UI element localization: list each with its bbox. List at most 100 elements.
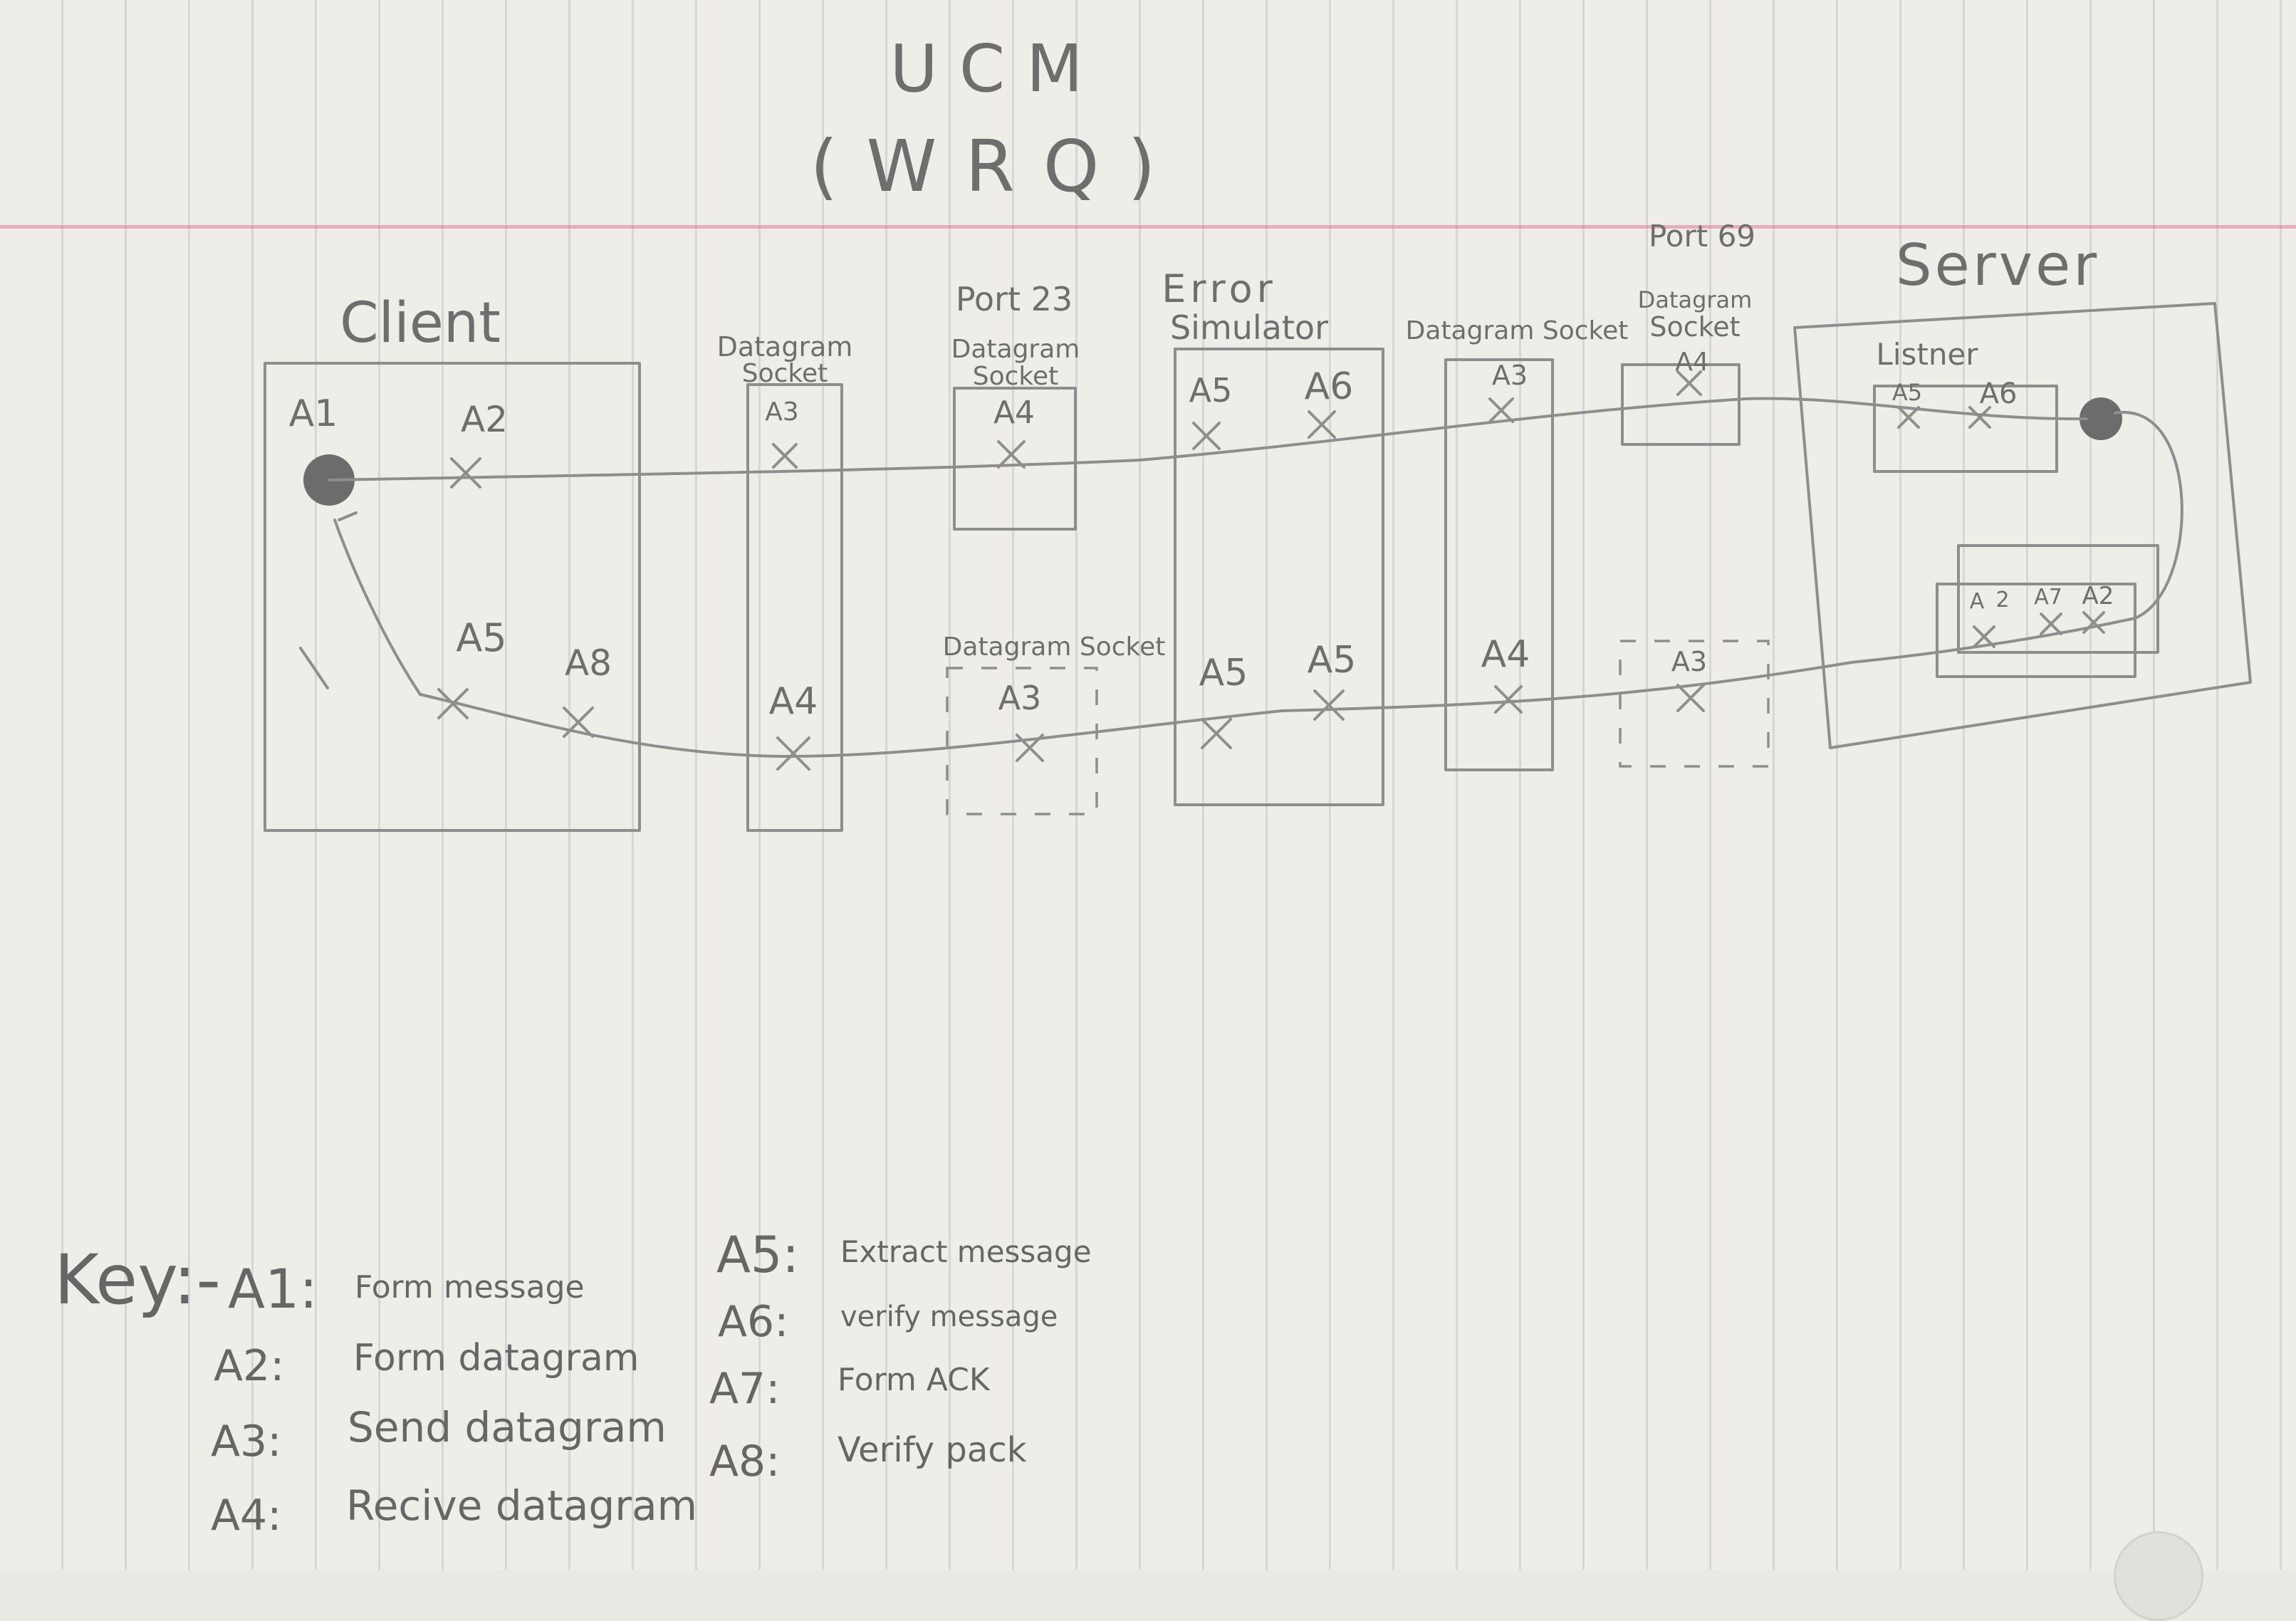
x-p23r-a3	[1016, 734, 1044, 762]
port23-socket-component: Port 23 Datagram Socket	[951, 280, 1080, 531]
x-p69-a4	[1676, 370, 1702, 396]
err-socket-label: Datagram Socket	[1406, 316, 1629, 345]
error-simulator-box	[1174, 348, 1384, 806]
port23-port-label: Port 23	[956, 280, 1073, 318]
port23-return-socket-box	[946, 667, 1098, 815]
diagram-title: UCM	[890, 31, 1105, 107]
diagram-subtitle: (WRQ)	[810, 125, 1184, 208]
port23-return-socket-component: Datagram Socket	[943, 632, 1166, 815]
key-code-a3: A3:	[211, 1417, 281, 1466]
x-es-a5	[1192, 422, 1221, 450]
request-path	[328, 397, 2088, 481]
x-p69r-a3	[1676, 684, 1705, 712]
marker-w-2: 2	[1995, 588, 2009, 613]
responsibility-markers	[437, 370, 2105, 771]
client-component: Client	[263, 291, 641, 832]
port69-label-line1: Datagram	[1638, 286, 1753, 313]
paper-punch-hole	[2114, 1531, 2203, 1621]
client-socket-label-line1: Datagram	[717, 331, 853, 363]
marker-w-a2b: A2	[2082, 582, 2114, 610]
port23-label-line1: Datagram	[951, 335, 1080, 364]
port69-return-socket-component	[1619, 640, 1770, 768]
marker-cs-a4: A4	[769, 680, 818, 723]
marker-client-a8: A8	[565, 642, 612, 684]
error-simulator-component: Error Simulator	[1162, 266, 1384, 806]
key-code-a7: A7:	[709, 1364, 780, 1414]
port69-socket-component: Port 69 Datagram Socket	[1621, 219, 1755, 446]
key-text-a4: Recive datagram	[346, 1481, 697, 1530]
key-code-a4: A4:	[211, 1491, 281, 1541]
x-w-a7	[2040, 613, 2062, 635]
x-w-a2	[1973, 625, 1995, 648]
x-cs-a3	[772, 443, 798, 469]
return-path	[333, 518, 422, 696]
key-code-a2: A2:	[214, 1341, 284, 1391]
marker-p69-a4: A4	[1675, 348, 1709, 377]
port69-label-line2: Socket	[1649, 311, 1740, 343]
key-code-a1: A1:	[228, 1257, 318, 1320]
x-es-a6	[1308, 410, 1336, 439]
marker-client-a2: A2	[461, 399, 508, 440]
x-ds-a4	[1494, 685, 1523, 714]
port23-return-label: Datagram Socket	[943, 632, 1166, 662]
err-socket-box	[1444, 358, 1554, 771]
x-es-b-a5	[1201, 718, 1232, 749]
port23-label-line2: Socket	[973, 362, 1059, 391]
marker-ds-a4: A4	[1481, 633, 1530, 676]
key-code-a5: A5:	[716, 1226, 799, 1284]
port69-return-socket-box	[1619, 640, 1770, 768]
listener-box	[1873, 385, 2058, 473]
client-box	[263, 362, 641, 832]
key-text-a7: Form ACK	[837, 1362, 991, 1398]
server-label: Server	[1896, 232, 2099, 298]
marker-l-a5: A5	[1892, 379, 1922, 406]
marker-cs-a3: A3	[765, 397, 799, 427]
marker-p23-a4: A4	[993, 395, 1035, 431]
error-simulator-label-line2: Simulator	[1170, 308, 1328, 347]
server-component: Server Listner	[1793, 232, 2252, 749]
key-text-a3: Send datagram	[348, 1403, 667, 1451]
client-socket-box	[746, 383, 843, 832]
x-client-a2	[450, 457, 481, 489]
error-simulator-label-line1: Error	[1162, 266, 1277, 311]
marker-es-b-a5: A5	[1199, 652, 1248, 694]
key-text-a1: Form message	[355, 1269, 585, 1305]
key-text-a6: verify message	[840, 1301, 1058, 1333]
x-client-a5	[437, 688, 469, 719]
port69-port-label: Port 69	[1649, 219, 1755, 254]
marker-a1: A1	[289, 392, 338, 435]
marker-ds-a3: A3	[1492, 360, 1528, 391]
marker-p23r-a3: A3	[998, 679, 1042, 717]
end-bar-left	[299, 647, 329, 689]
x-ds-a3	[1488, 397, 1514, 423]
red-margin-line	[0, 225, 2296, 229]
client-socket-label-line2: Socket	[742, 359, 828, 388]
x-es-b-a5b	[1313, 689, 1345, 721]
key-text-a5: Extract message	[840, 1234, 1092, 1269]
marker-client-a5: A5	[456, 615, 506, 660]
server-start-point	[2080, 397, 2122, 440]
end-bar	[338, 511, 358, 521]
marker-es-b-a5b: A5	[1308, 639, 1357, 682]
marker-es-a5: A5	[1189, 371, 1233, 410]
notebook-paper	[0, 0, 2296, 1570]
key-code-a8: A8:	[709, 1437, 780, 1486]
listener-label: Listner	[1876, 337, 1978, 372]
client-socket-component: Datagram Socket	[717, 331, 853, 832]
x-w-a2b	[2082, 611, 2105, 634]
x-l-a5	[1897, 406, 1920, 429]
marker-es-a6: A6	[1305, 365, 1354, 408]
worker-box	[1936, 583, 2136, 678]
x-l-a6	[1968, 406, 1991, 429]
marker-l-a6: A6	[1980, 377, 2018, 410]
client-label: Client	[340, 291, 501, 355]
port23-socket-box	[953, 387, 1077, 531]
key-heading: Key:-	[54, 1240, 221, 1320]
ucm-diagram: UCM (WRQ) Client Datagram Socket Port 23…	[54, 31, 2252, 1541]
x-client-a8	[563, 707, 594, 738]
err-socket-component: Datagram Socket	[1406, 316, 1629, 771]
server-box	[1793, 302, 2252, 749]
key-text-a8: Verify pack	[837, 1430, 1027, 1470]
marker-p69r-a3: A3	[1671, 646, 1707, 677]
marker-w-a2: A	[1970, 589, 1985, 614]
